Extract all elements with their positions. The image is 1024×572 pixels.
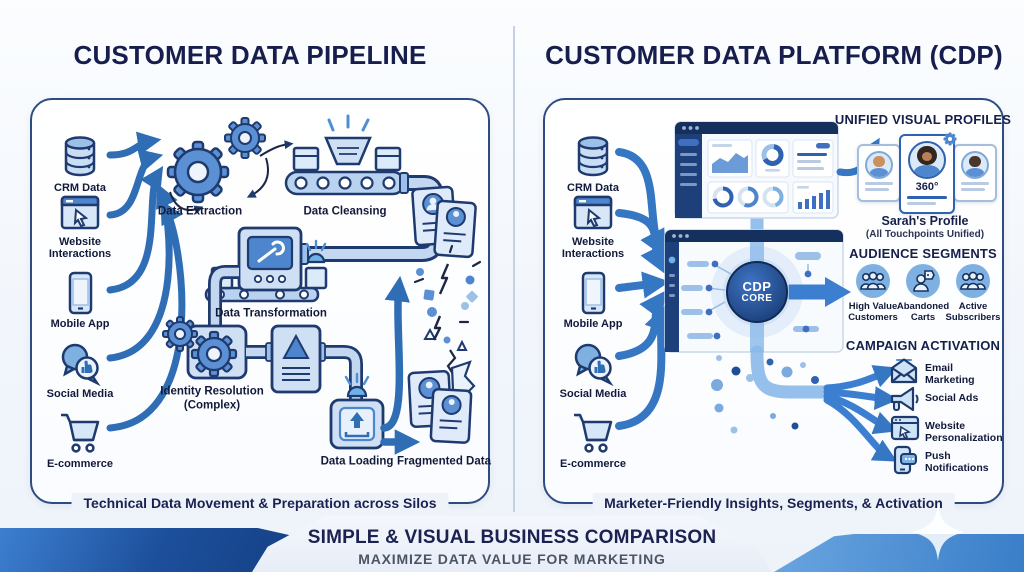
right-title: CUSTOMER DATA PLATFORM (CDP) bbox=[545, 40, 1003, 70]
segment-high-value bbox=[856, 264, 890, 298]
footer-title: SIMPLE & VISUAL BUSINESS COMPARISON bbox=[307, 527, 717, 548]
bottom-right-decoration bbox=[774, 534, 1024, 572]
sarah-avatar-icon bbox=[908, 141, 946, 179]
person-tag-icon bbox=[913, 270, 935, 292]
right-caption: Marketer-Friendly Insights, Segments, & … bbox=[592, 493, 955, 513]
source-mobile-app: Mobile App bbox=[547, 270, 639, 330]
stage-label-identity-1: Identity Resolution bbox=[160, 385, 264, 398]
source-social-media: Social Media bbox=[547, 340, 639, 400]
people-group-icon bbox=[960, 271, 986, 290]
fragmented-data-label: Fragmented Data bbox=[397, 455, 491, 468]
segment-label: Abandoned Carts bbox=[896, 301, 950, 323]
social-chat-icon bbox=[574, 343, 614, 386]
segment-active-subscribers bbox=[956, 264, 990, 298]
activation-fan-arrows bbox=[823, 365, 899, 462]
email-icon bbox=[890, 358, 918, 384]
identity-resolution-icon bbox=[162, 316, 248, 380]
cdp-core-window bbox=[664, 229, 851, 353]
activation-label-email: Email Marketing bbox=[925, 362, 975, 387]
extract-to-cleanse-arrow bbox=[259, 140, 294, 157]
source-crm-data: CRM Data bbox=[547, 134, 639, 194]
browser-cursor-icon bbox=[890, 415, 920, 441]
activation-heading: CAMPAIGN ACTIVATION bbox=[845, 338, 1001, 353]
database-icon bbox=[64, 136, 96, 177]
woman-avatar-icon bbox=[865, 151, 893, 179]
data-loading-icon bbox=[329, 372, 385, 450]
gear-badge-icon bbox=[943, 132, 957, 146]
profile-subtitle: (All Touchpoints Unified) bbox=[865, 229, 985, 240]
activation-label-social: Social Ads bbox=[925, 392, 979, 404]
profile-card-center: 360° bbox=[899, 132, 957, 214]
scattered-shards-icon bbox=[413, 244, 482, 375]
activation-label-push: Push Notifications bbox=[925, 450, 989, 475]
pipeline-panel: CRM Data Website Interactions Mobile App bbox=[30, 98, 491, 513]
source-website-interactions: Website Interactions bbox=[34, 192, 126, 261]
shopping-cart-icon bbox=[61, 413, 100, 453]
social-chat-icon bbox=[61, 343, 101, 386]
segment-abandoned-carts bbox=[906, 264, 940, 298]
phone-notification-icon bbox=[893, 445, 917, 475]
stage-label-extraction: Data Extraction bbox=[157, 205, 243, 218]
data-extraction-gears-icon bbox=[166, 117, 269, 215]
segment-label: High Value Customers bbox=[848, 301, 898, 323]
cdp-panel: CRM Data Website Interactions Mobile App bbox=[543, 98, 1011, 513]
source-crm-data: CRM Data bbox=[34, 134, 126, 194]
sparkle-icon bbox=[912, 503, 964, 561]
press-machine-icon bbox=[270, 324, 322, 394]
profile-card-right bbox=[953, 144, 997, 202]
footer-subtitle: MAXIMIZE DATA VALUE FOR MARKETING bbox=[358, 551, 666, 567]
pipe-transform-to-identity bbox=[208, 265, 239, 328]
source-website-interactions: Website Interactions bbox=[547, 192, 639, 261]
source-arrows bbox=[615, 148, 671, 430]
cdp-core-label: CDP CORE bbox=[741, 278, 773, 304]
people-group-icon bbox=[860, 271, 886, 290]
source-ecommerce: E-commerce bbox=[34, 410, 126, 470]
profiles-heading: UNIFIED VISUAL PROFILES bbox=[834, 112, 1012, 127]
fragmented-data-icon bbox=[407, 185, 482, 444]
segments-heading: AUDIENCE SEGMENTS bbox=[849, 246, 997, 261]
pipeline-diagram-svg bbox=[106, 114, 482, 455]
cdp-diagram-svg bbox=[615, 121, 920, 475]
stage-label-cleansing: Data Cleansing bbox=[303, 205, 387, 218]
megaphone-icon bbox=[890, 386, 919, 412]
center-divider bbox=[513, 26, 515, 512]
stage-label-loading: Data Loading bbox=[320, 455, 394, 468]
smartphone-icon bbox=[68, 271, 93, 315]
stage-label-identity-2: (Complex) bbox=[183, 399, 241, 412]
source-mobile-app: Mobile App bbox=[34, 270, 126, 330]
shopping-cart-icon bbox=[574, 413, 613, 453]
segment-label: Active Subscribers bbox=[945, 301, 1001, 323]
scattered-dots bbox=[711, 355, 819, 434]
data-cleansing-conveyor-icon bbox=[284, 114, 406, 196]
data-transformation-machine-icon bbox=[204, 226, 328, 303]
stage-label-transformation: Data Transformation bbox=[215, 307, 327, 320]
browser-cursor-icon bbox=[60, 195, 100, 230]
database-icon bbox=[577, 136, 609, 177]
pipe-cdp-to-activation bbox=[750, 345, 834, 399]
activation-label-website: Website Personalization bbox=[925, 420, 1003, 445]
pipe-identity-to-loading bbox=[246, 342, 363, 402]
profile-name: Sarah's Profile bbox=[881, 214, 969, 228]
browser-cursor-icon bbox=[573, 195, 613, 230]
source-social-media: Social Media bbox=[34, 340, 126, 400]
smartphone-icon bbox=[581, 271, 606, 315]
man-avatar-icon bbox=[961, 151, 989, 179]
badge-360: 360° bbox=[915, 181, 939, 193]
left-title: CUSTOMER DATA PIPELINE bbox=[73, 40, 427, 70]
source-ecommerce: E-commerce bbox=[547, 410, 639, 470]
footer-banner: SIMPLE & VISUAL BUSINESS COMPARISON MAXI… bbox=[252, 516, 772, 572]
loading-to-fragmented-arrows bbox=[380, 275, 421, 455]
analytics-dashboard-window bbox=[674, 121, 839, 219]
left-caption: Technical Data Movement & Preparation ac… bbox=[71, 493, 449, 513]
profile-card-left bbox=[857, 144, 901, 202]
